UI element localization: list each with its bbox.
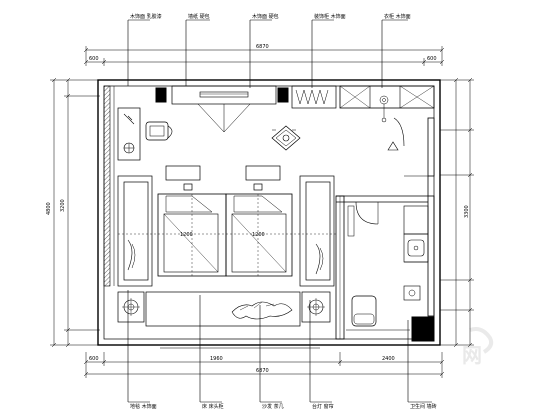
callouts-bottom	[127, 290, 432, 403]
bed-right-label: 1200	[252, 232, 265, 238]
watermark-text: 网	[462, 343, 482, 367]
callout-bottom-2: 床 床头柜	[202, 403, 224, 410]
bathroom	[346, 201, 429, 331]
dimensions-right	[440, 77, 474, 348]
dimensions-left	[50, 77, 100, 348]
desk-area	[117, 107, 173, 161]
entry-door	[387, 117, 428, 177]
callout-bottom-1: 地毯 木饰面	[130, 403, 157, 410]
callout-bottom-4: 台灯 窗帘	[312, 403, 334, 410]
bed-left-label: 1200	[180, 232, 193, 238]
beds	[157, 193, 293, 277]
dim-left-overall: 4800	[46, 202, 52, 215]
dim-top-right-seg: 600	[427, 56, 437, 62]
coffee-table	[271, 125, 301, 151]
dim-bottom-left-seg: 600	[89, 356, 99, 362]
walls	[97, 79, 441, 349]
callout-top-5: 衣柜 木饰面	[384, 13, 411, 20]
dim-top-overall: 6870	[256, 44, 269, 50]
dim-left-mid: 3200	[60, 199, 66, 212]
callout-bottom-3: 沙发 茶几	[262, 403, 284, 410]
dim-bottom-overall: 6870	[256, 368, 269, 374]
callout-top-1: 木饰面 乳胶漆	[130, 13, 162, 20]
callout-bottom-5: 卫生间 墙砖	[410, 403, 437, 410]
callout-top-4: 装饰柜 木饰面	[314, 13, 346, 20]
dim-bottom-mid: 1960	[210, 356, 223, 362]
bottom-furniture	[117, 291, 331, 327]
side-cabinets	[117, 175, 335, 287]
dim-top-left-seg: 600	[89, 56, 99, 62]
axis-lines	[118, 194, 336, 276]
pillows	[165, 165, 281, 191]
dim-bottom-right-seg: 2400	[382, 356, 395, 362]
dimensions-bottom	[83, 352, 445, 378]
tv-lines	[197, 103, 251, 133]
watermark: 网	[462, 327, 494, 367]
callouts-top: 木饰面 乳胶漆 墙纸 硬包 木饰面 硬包 装饰柜 木饰面 衣柜 木饰面	[127, 13, 411, 88]
dimensions-top	[83, 46, 445, 66]
dim-right-mid: 3300	[464, 205, 470, 218]
callout-top-3: 木饰面 硬包	[252, 13, 279, 20]
top-cabinets	[155, 85, 435, 123]
callout-top-2: 墙纸 硬包	[188, 13, 210, 20]
